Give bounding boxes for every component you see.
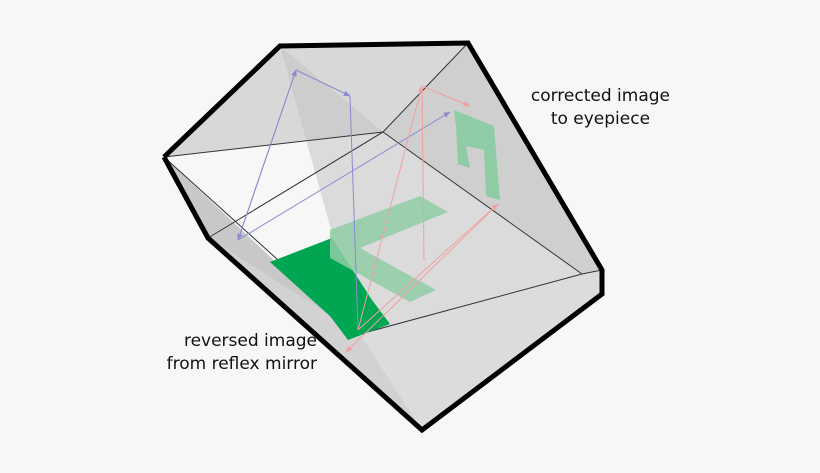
blue-light-rays (237, 69, 451, 331)
corrected-label-line-1: corrected image (530, 86, 670, 106)
prism-outline (161, 40, 605, 434)
corrected-label-line-2: to eyepiece (550, 109, 651, 129)
prism-base-face (360, 270, 602, 430)
red-light-rays (345, 85, 499, 353)
reversed-image-label: reversed image from reflex mirror (167, 330, 317, 376)
reversed-label-line-1: reversed image (183, 331, 317, 351)
reversed-label-line-2: from reflex mirror (166, 354, 317, 374)
projected-image-ghost (330, 196, 448, 302)
corrected-image-label: corrected image to eyepiece (531, 85, 670, 131)
corrected-image-shape (454, 110, 500, 200)
